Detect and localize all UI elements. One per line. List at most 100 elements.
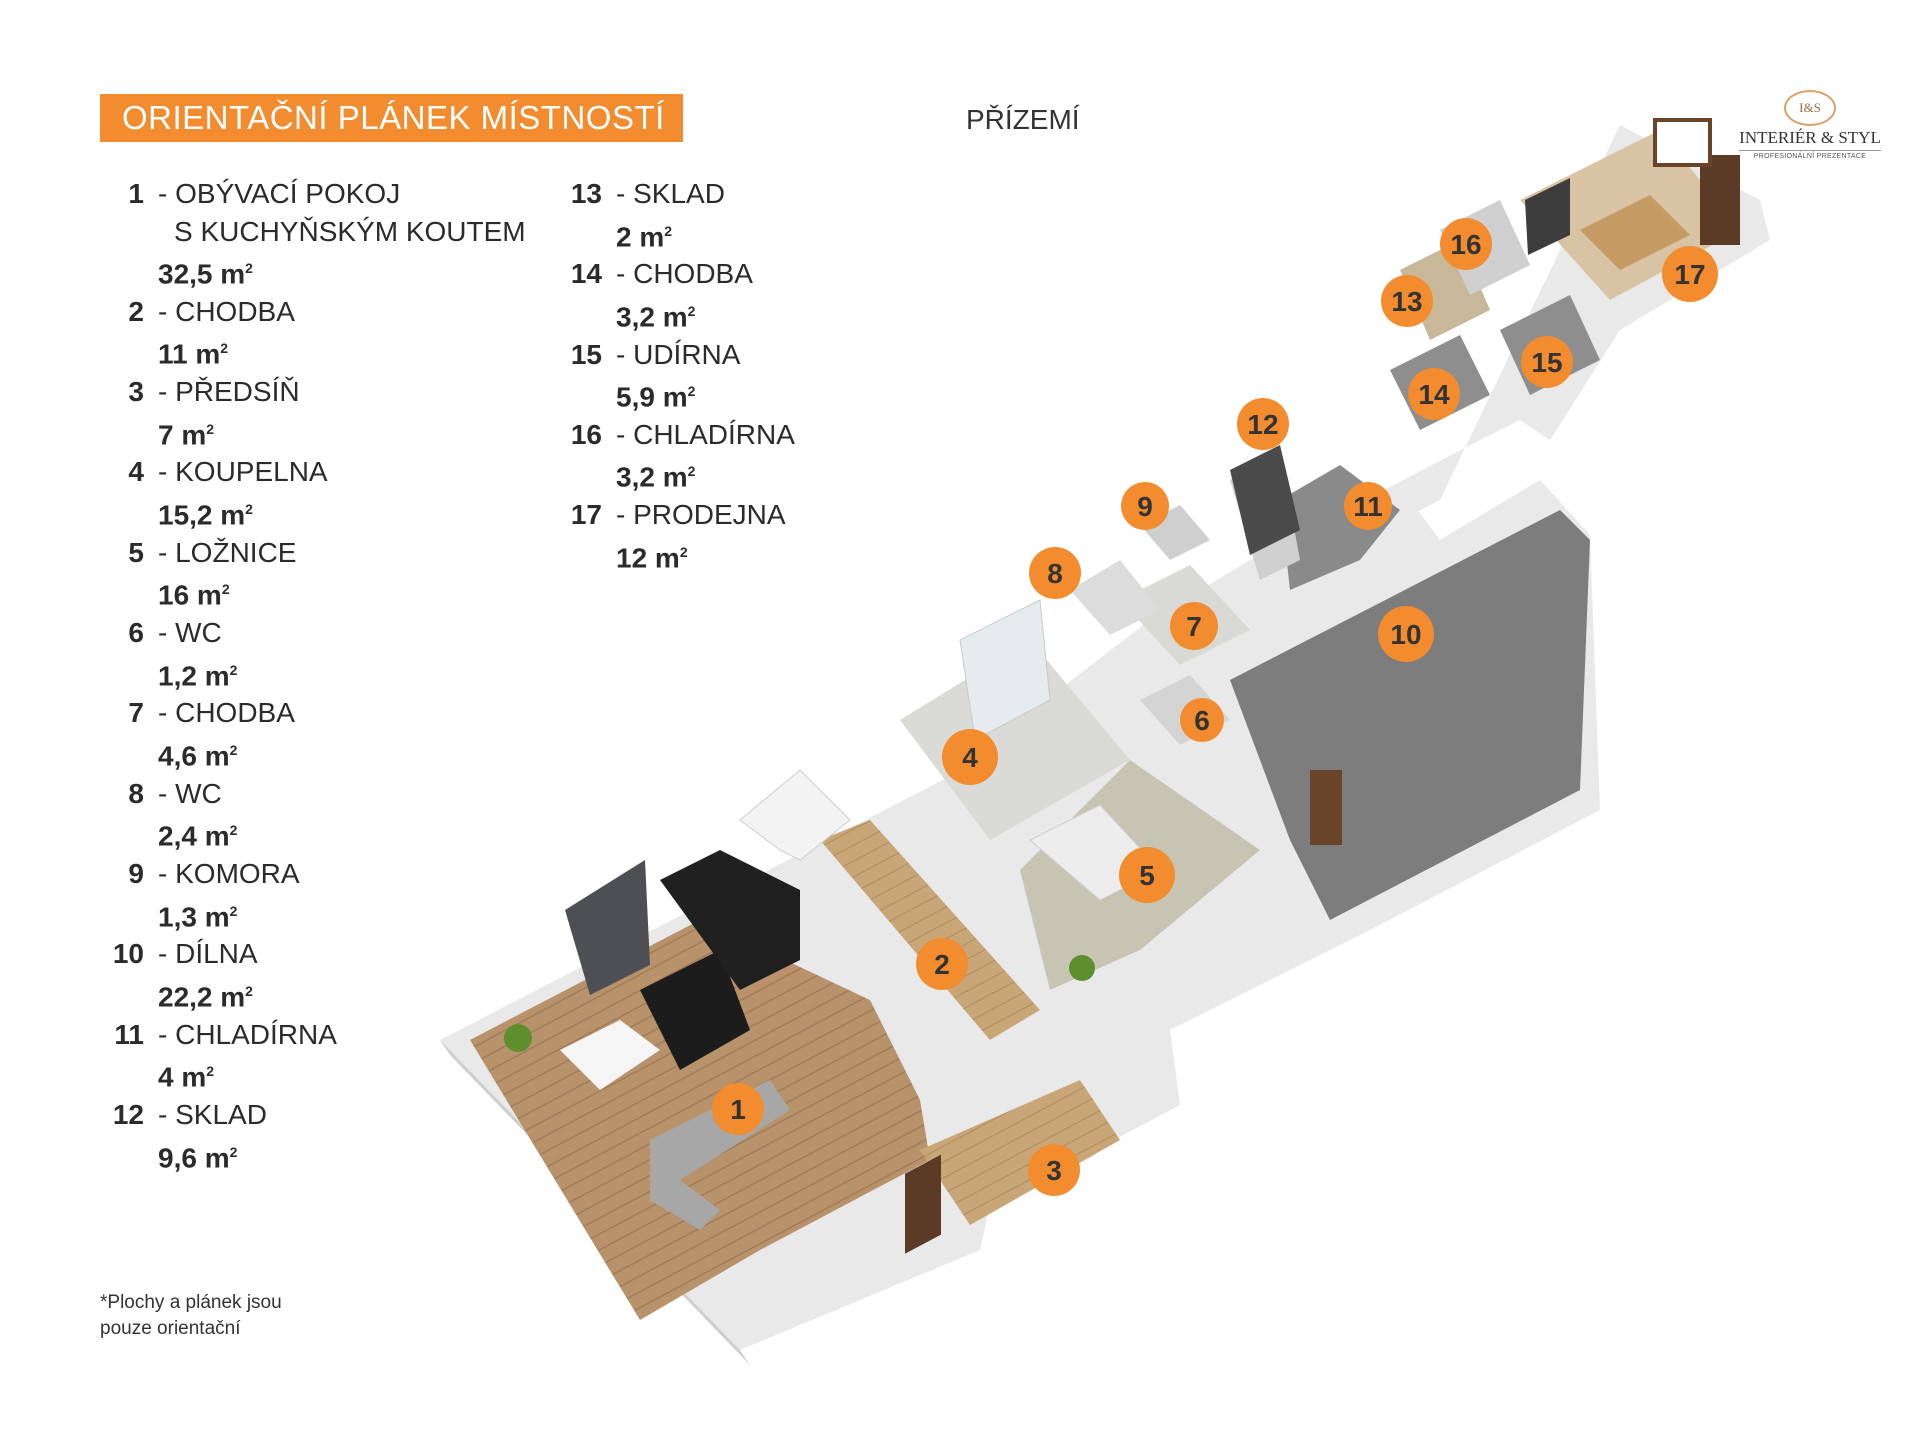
room-marker-17: 17 (1662, 246, 1718, 302)
dining-table (560, 1020, 660, 1090)
legend-room-name: PRODEJNA (633, 499, 786, 531)
legend-room-name: CHLADÍRNA (175, 1018, 337, 1050)
legend-room-area: 11 m2 (158, 338, 229, 370)
room-marker-12: 12 (1237, 398, 1289, 450)
shop-shelf (1525, 178, 1570, 255)
room-marker-15: 15 (1521, 336, 1573, 388)
svg-text:2: 2 (934, 949, 950, 980)
logo-name: INTERIÉR & STYL (1739, 128, 1881, 147)
room-floor-hall-3 (920, 1080, 1120, 1225)
svg-text:3: 3 (1046, 1155, 1062, 1186)
legend-number: 16 (570, 418, 602, 450)
shelving (1230, 445, 1300, 555)
legend-room-area: 4,6 m2 (158, 740, 238, 772)
legend-room-area: 32,5 m2 (158, 258, 253, 290)
legend-number: 17 (570, 499, 602, 531)
svg-text:1: 1 (730, 1094, 746, 1125)
legend-room-area: 3,2 m2 (616, 461, 696, 493)
legend-room-name: WC (175, 777, 222, 809)
room-marker-7: 7 (1170, 602, 1218, 650)
legend-room-name: WC (175, 617, 222, 649)
legend-item: 2 - CHODBA 11 m2 (92, 293, 526, 373)
legend-item: 5 - LOŽNICE 16 m2 (92, 534, 526, 614)
legend-room-area: 4 m2 (158, 1061, 215, 1093)
legend-room-area: 1,2 m2 (158, 659, 238, 691)
room-floor-bathroom (900, 640, 1130, 840)
legend-number: 7 (128, 697, 144, 729)
svg-text:7: 7 (1186, 611, 1202, 642)
legend-number: 12 (112, 1099, 144, 1131)
svg-text:12: 12 (1247, 409, 1278, 440)
kitchen-counter (660, 850, 800, 990)
legend-item: 8 - WC 2,4 m2 (92, 775, 526, 855)
svg-text:15: 15 (1531, 347, 1562, 378)
logo-monogram: I&S (1784, 90, 1836, 126)
legend-number: 9 (128, 858, 144, 890)
legend-item: 13 - SKLAD 2 m2 (544, 175, 795, 255)
logo-tagline: PROFESIONÁLNÍ PREZENTACE (1753, 153, 1867, 160)
legend-item: 10 - DÍLNA 22,2 m2 (92, 935, 526, 1015)
svg-text:16: 16 (1450, 229, 1481, 260)
svg-text:11: 11 (1353, 491, 1383, 522)
legend-room-name: CHODBA (633, 258, 753, 290)
svg-text:9: 9 (1137, 491, 1153, 522)
room-legend-left: 1 - OBÝVACÍ POKOJ S KUCHYŇSKÝM KOUTEM 32… (92, 175, 526, 1176)
legend-room-name: DÍLNA (175, 938, 258, 970)
legend-room-name: CHODBA (175, 697, 295, 729)
legend-item: 7 - CHODBA 4,6 m2 (92, 694, 526, 774)
room-marker-13: 13 (1381, 275, 1433, 327)
svg-text:10: 10 (1390, 619, 1421, 650)
room-marker-1: 1 (712, 1083, 764, 1135)
legend-number: 2 (128, 295, 144, 327)
legend-room-area: 12 m2 (616, 542, 688, 574)
shop-counter (1580, 195, 1690, 270)
room-marker-5: 5 (1119, 847, 1175, 903)
legend-number: 3 (128, 376, 144, 408)
legend-item: 6 - WC 1,2 m2 (92, 614, 526, 694)
room-marker-3: 3 (1028, 1144, 1080, 1196)
legend-number: 1 (128, 178, 144, 209)
legend-item: 14 - CHODBA 3,2 m2 (544, 255, 795, 335)
legend-room-area: 9,6 m2 (158, 1141, 238, 1173)
room-marker-2: 2 (916, 938, 968, 990)
legend-item: 9 - KOMORA 1,3 m2 (92, 855, 526, 935)
legend-number: 11 (114, 1018, 144, 1050)
legend-item: 16 - CHLADÍRNA 3,2 m2 (544, 416, 795, 496)
floor-label: PŘÍZEMÍ (966, 104, 1080, 135)
legend-room-name: SKLAD (633, 178, 725, 209)
legend-item: 3 - PŘEDSÍŇ 7 m2 (92, 373, 526, 453)
legend-number: 10 (112, 938, 144, 970)
legend-room-area: 15,2 m2 (158, 499, 253, 531)
legend-number: 5 (128, 536, 144, 568)
room-marker-9: 9 (1121, 482, 1169, 530)
legend-number: 13 (570, 178, 602, 209)
staircase (739, 769, 851, 861)
room-legend-right: 13 - SKLAD 2 m2 14 - CHODBA 3,2 m2 15 - … (544, 175, 795, 577)
legend-number: 15 (570, 338, 602, 370)
legend-room-name: KOUPELNA (175, 456, 328, 488)
legend-item: 15 - UDÍRNA 5,9 m2 (544, 336, 795, 416)
legend-room-name-2: S KUCHYŇSKÝM KOUTEM (174, 215, 526, 247)
door-workshop (1310, 770, 1342, 845)
window-shop (1653, 118, 1712, 167)
room-marker-11: 11 (1344, 482, 1392, 530)
legend-item: 1 - OBÝVACÍ POKOJ S KUCHYŇSKÝM KOUTEM 32… (92, 175, 526, 293)
note-line: *Plochy a plánek jsou (100, 1292, 282, 1313)
room-marker-4: 4 (942, 729, 998, 785)
room-marker-10: 10 (1378, 606, 1434, 662)
page-title: ORIENTAČNÍ PLÁNEK MÍSTNOSTÍ (100, 94, 683, 142)
legend-item: 4 - KOUPELNA 15,2 m2 (92, 453, 526, 533)
room-floor-wc-8 (1070, 560, 1160, 635)
svg-text:13: 13 (1391, 286, 1422, 317)
plant-icon (504, 1024, 532, 1052)
svg-text:8: 8 (1047, 558, 1063, 589)
legend-number: 6 (128, 617, 144, 649)
legend-room-area: 1,3 m2 (158, 900, 238, 932)
legend-room-name: CHLADÍRNA (633, 418, 795, 450)
legend-room-name: LOŽNICE (175, 536, 297, 568)
legend-room-area: 2,4 m2 (158, 820, 238, 852)
kitchen-cabinets (565, 860, 650, 995)
legend-room-name: PŘEDSÍŇ (175, 376, 300, 408)
shower-glass (959, 599, 1051, 741)
